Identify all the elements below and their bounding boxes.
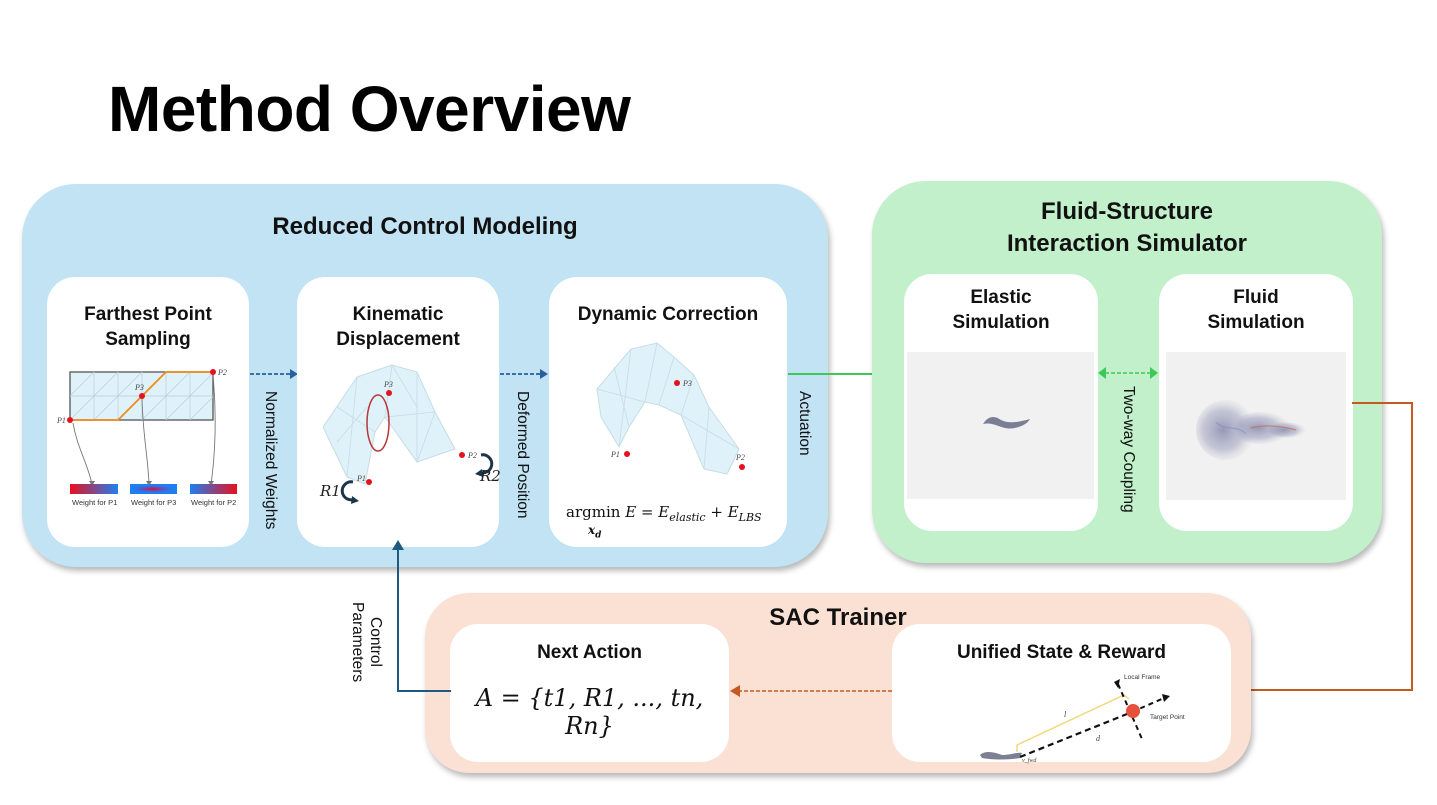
card-title-line2: Displacement — [336, 329, 460, 350]
group-title-line1: Fluid-Structure — [1041, 198, 1213, 225]
two-way-coupling-arrow — [1098, 367, 1158, 379]
point-p1 — [366, 479, 372, 485]
direction-line — [1019, 710, 1133, 759]
weight-label-p2: Weight for P2 — [191, 498, 236, 507]
normalized-weights-label: Normalized Weights — [262, 391, 279, 530]
weight-label-p1: Weight for P1 — [72, 498, 117, 507]
group-title: SAC Trainer — [769, 604, 907, 631]
point-p3 — [139, 393, 145, 399]
card-title-line1: Farthest Point — [84, 304, 212, 325]
state-reward-illustration: Local Frame Target Point l d v_fwd — [980, 674, 1185, 764]
weight-arrows — [72, 374, 216, 485]
fluid-sim-viewport — [1166, 352, 1346, 500]
eq-plus: + — [710, 503, 723, 521]
point-p2 — [739, 464, 745, 470]
weight-label-p3: Weight for P3 — [131, 498, 176, 507]
card-title: Unified State & Reward — [956, 642, 1167, 663]
card-title-line1: Kinematic — [352, 304, 444, 325]
card-title-line2: Simulation — [1207, 312, 1305, 333]
eq-argmin-subscript: xd — [588, 523, 601, 540]
elastic-sim-viewport — [907, 352, 1094, 499]
eq-e-elastic: E — [658, 503, 670, 521]
eq-elastic-sub: elastic — [669, 511, 706, 524]
point-p2 — [210, 369, 216, 375]
eq-argmin: argmin — [566, 503, 621, 521]
label-r1: R1 — [319, 482, 341, 500]
target-point — [1126, 704, 1140, 718]
point-p3 — [386, 390, 392, 396]
local-frame-label: Local Frame — [1124, 674, 1161, 681]
highlight-ellipse — [366, 394, 390, 452]
label-p1: P1 — [610, 450, 620, 459]
control-parameters-line2: Parameters — [349, 602, 366, 683]
page-title: Method Overview — [108, 73, 631, 145]
label-p3: P3 — [134, 383, 144, 392]
kinematic-card: Kinematic Displacement P3 P2 P1 R1 R2 — [297, 277, 501, 547]
label-r2: R2 — [479, 467, 501, 485]
weight-bar-p1 — [70, 484, 118, 494]
dynamic-correction-card: Dynamic Correction P3 P1 P2 argmin E = E… — [549, 277, 787, 547]
elastic-simulation-card: Elastic Simulation — [904, 274, 1098, 531]
label-p3: P3 — [383, 380, 393, 389]
group-title: Reduced Control Modeling — [272, 213, 578, 240]
card-title-line2: Sampling — [105, 329, 191, 350]
label-p3: P3 — [682, 379, 692, 388]
eq-energy: E — [625, 503, 637, 521]
point-p1 — [624, 451, 630, 457]
deformed-position-arrow — [500, 369, 548, 379]
eq-sub-x: x — [588, 523, 596, 537]
l-label: l — [1064, 710, 1067, 719]
label-p1: P1 — [356, 474, 366, 483]
d-label: d — [1096, 734, 1101, 743]
control-parameters-line1: Control — [367, 617, 384, 668]
feedback-line — [1352, 402, 1413, 691]
state-to-action-arrow — [730, 685, 893, 697]
fluid-simulation-card: Fluid Simulation — [1159, 274, 1353, 531]
point-p3 — [674, 380, 680, 386]
v-label: v_fwd — [1022, 757, 1037, 764]
control-parameters-label: Control Parameters — [348, 602, 384, 682]
actuation-label: Actuation — [796, 391, 813, 456]
card-title-line1: Elastic — [970, 287, 1032, 308]
deformed-position-label: Deformed Position — [514, 391, 531, 519]
energy-equation: argmin E = Eelastic + ELBS — [566, 503, 762, 524]
card-title: Dynamic Correction — [577, 304, 759, 325]
fps-illustration: P1 P3 P2 Weight for P1 Weight for P3 Wei… — [56, 368, 237, 507]
corrected-mesh — [596, 342, 740, 475]
dynamic-illustration: P3 P1 P2 — [596, 342, 745, 475]
group-title-line2: Interaction Simulator — [1006, 230, 1248, 257]
label-p2: P2 — [217, 368, 227, 377]
label-p2: P2 — [735, 453, 745, 462]
fish-shape — [980, 752, 1022, 760]
weight-bar-p2 — [190, 484, 237, 494]
next-action-card: Next Action A = {t1, R1, ..., tn, Rn} — [450, 624, 729, 762]
distance-bracket — [1016, 694, 1130, 752]
two-way-coupling-label: Two-way Coupling — [1120, 386, 1137, 513]
card-title: Next Action — [537, 642, 642, 663]
elastic-fish-shape — [983, 417, 1030, 429]
fps-card: Farthest Point Sampling P1 P3 P2 — [47, 277, 249, 547]
rotation-r2-icon — [478, 453, 494, 475]
kinematic-illustration: P3 P2 P1 R1 R2 — [319, 364, 501, 504]
card-title-line2: Simulation — [952, 312, 1050, 333]
target-point-label: Target Point — [1150, 714, 1185, 721]
rotation-r1-icon — [340, 480, 356, 502]
point-p1 — [67, 417, 73, 423]
fluid-particle-cloud — [1196, 400, 1306, 460]
eq-e-lbs: E — [727, 503, 739, 521]
label-p1: P1 — [56, 416, 66, 425]
eq-lbs-sub: LBS — [738, 511, 762, 524]
action-equation: A = {t1, R1, ..., tn, Rn} — [475, 684, 704, 740]
control-parameters-line — [392, 540, 451, 692]
eq-sub-d: d — [595, 530, 602, 541]
normalized-weights-arrow — [250, 369, 298, 379]
label-p2: P2 — [467, 451, 477, 460]
point-p2 — [459, 452, 465, 458]
eq-equals: = — [640, 503, 654, 521]
card-title-line1: Fluid — [1233, 287, 1279, 308]
unified-state-reward-card: Unified State & Reward Local Frame Targe… — [892, 624, 1231, 764]
